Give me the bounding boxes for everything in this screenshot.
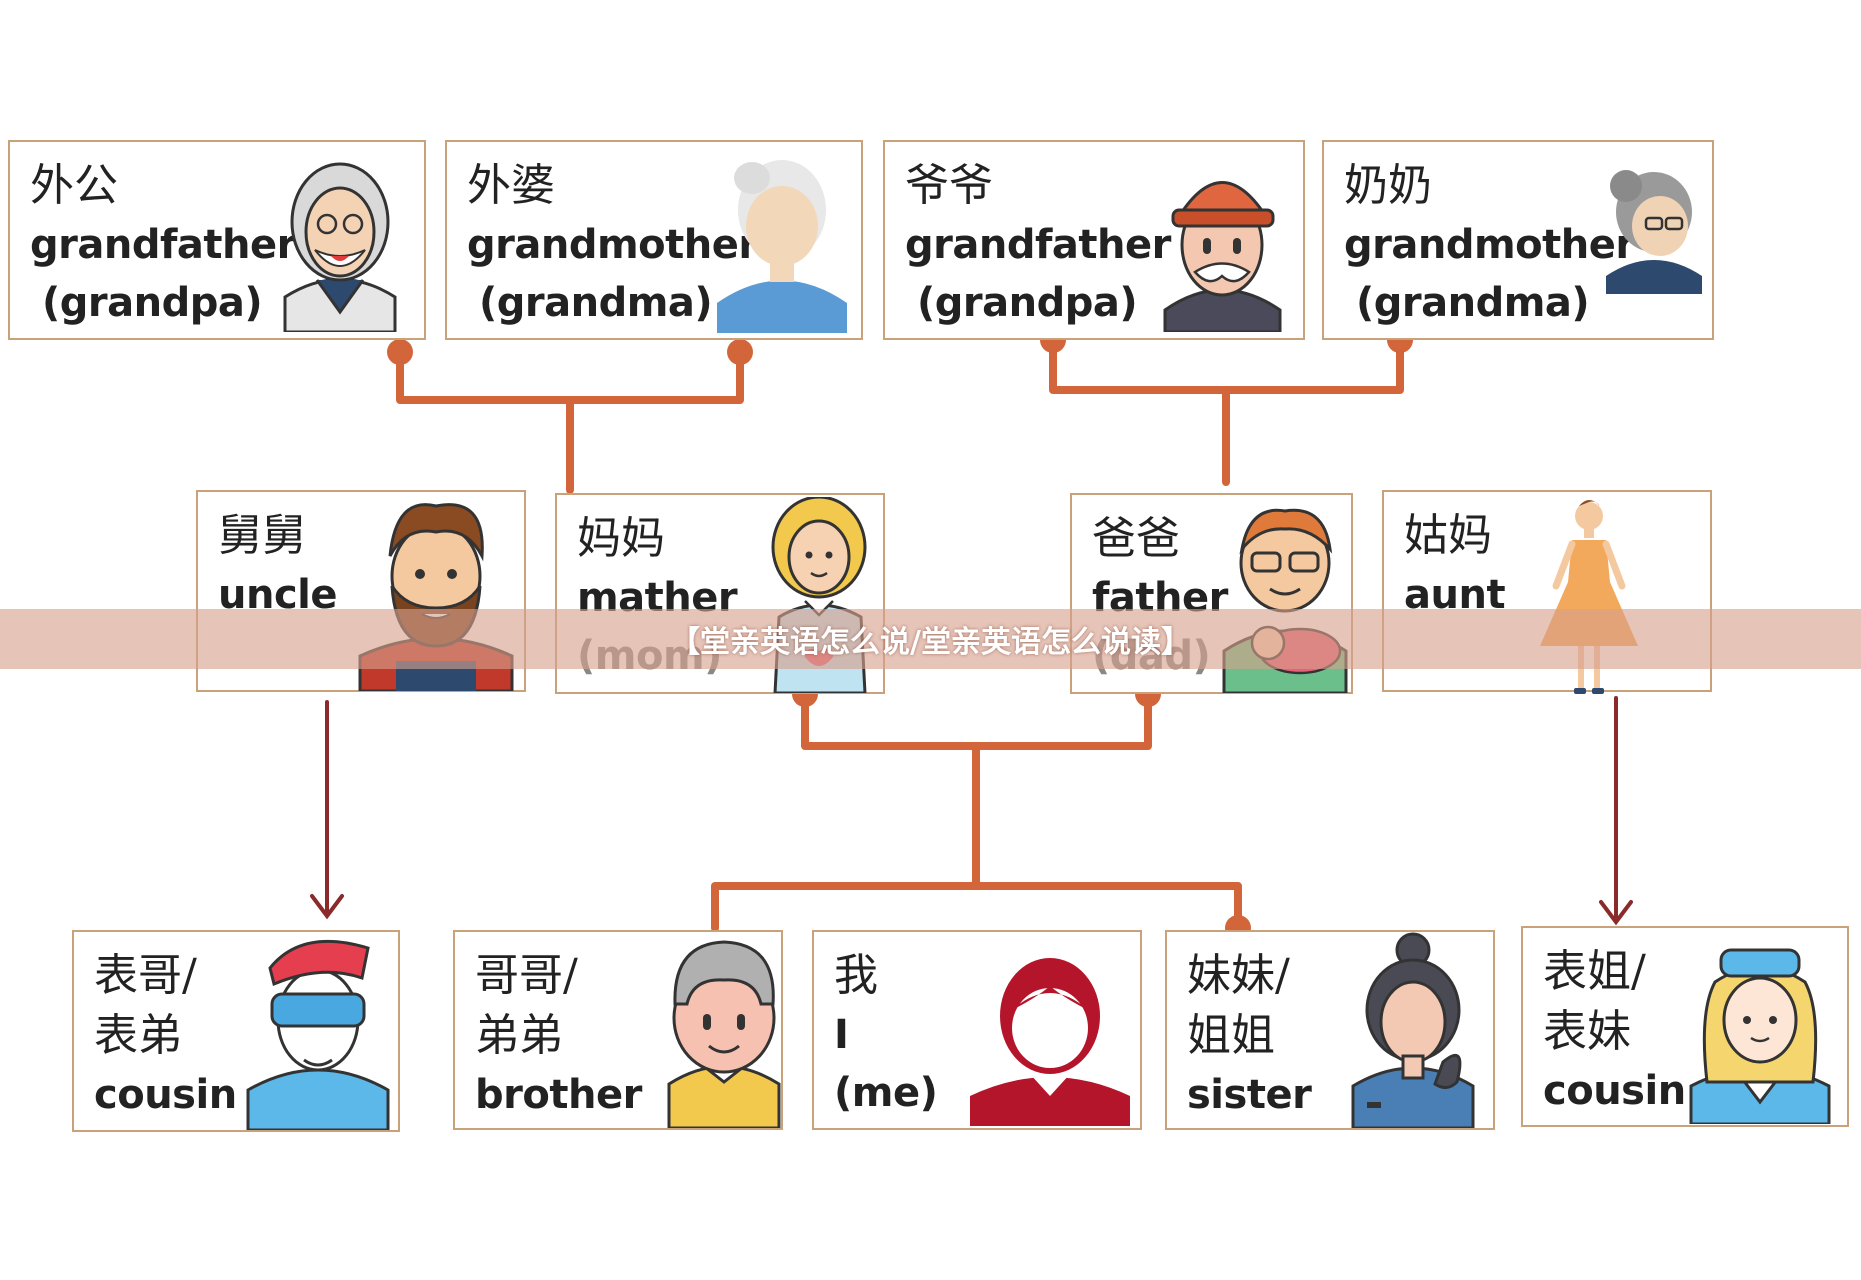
- label-zh: 我: [834, 950, 878, 1001]
- card-maternal-grandfather: 外公 grandfather (grandpa): [8, 140, 426, 340]
- label-en: brother: [475, 1072, 642, 1118]
- label-en-alt: (grandma): [1356, 280, 1590, 326]
- label-en: cousin: [94, 1072, 237, 1118]
- connector-parents: [711, 690, 1242, 932]
- boy-vr-goggles-icon: [246, 939, 390, 1130]
- label-en: sister: [1187, 1072, 1312, 1118]
- boy-gray-hair-icon: [667, 940, 781, 1128]
- card-brother: 哥哥/ 弟弟 brother: [453, 930, 783, 1130]
- label-zh: 妹妹/: [1187, 950, 1290, 1001]
- title-banner: 【堂亲英语怎么说/堂亲英语怎么说读】: [0, 609, 1861, 669]
- label-zh: 奶奶: [1344, 160, 1432, 211]
- person-silhouette-icon: [970, 958, 1130, 1126]
- label-zh: 舅舅: [218, 510, 306, 561]
- card-mother: 妈妈 mather (mom): [555, 493, 885, 694]
- label-zh: 表姐/: [1543, 946, 1646, 997]
- label-zh: 哥哥/: [475, 950, 578, 1001]
- flight-attendant-icon: [1689, 948, 1831, 1124]
- label-en-alt: (grandpa): [917, 280, 1138, 326]
- label-en: cousin: [1543, 1068, 1686, 1114]
- label-zh: 表哥/: [94, 950, 197, 1001]
- card-cousin-female: 表姐/ 表妹 cousin: [1521, 926, 1849, 1127]
- label-zh-alt: 弟弟: [475, 1010, 563, 1061]
- label-zh: 姑妈: [1404, 510, 1492, 561]
- arrow-uncle-to-cousin: [310, 700, 344, 920]
- banner-text: 【堂亲英语怎么说/堂亲英语怎么说读】: [670, 625, 1191, 660]
- connector-paternal-grandparents: [1049, 336, 1404, 486]
- label-en: I: [834, 1012, 849, 1058]
- label-en: grandmother: [467, 222, 758, 268]
- grandmother-bun-icon: [717, 160, 847, 333]
- label-zh-alt: 表弟: [94, 1010, 182, 1061]
- woman-bun-icon: [1351, 932, 1475, 1128]
- label-en: grandfather: [30, 222, 296, 268]
- grandfather-beanie-icon: [1163, 181, 1282, 332]
- label-zh: 爷爷: [905, 160, 993, 211]
- card-maternal-grandmother: 外婆 grandmother (grandma): [445, 140, 863, 340]
- label-en: grandfather: [905, 222, 1171, 268]
- label-en-alt: (grandpa): [42, 280, 263, 326]
- woman-dress-icon: [1540, 500, 1638, 694]
- grandfather-glasses-icon: [283, 162, 397, 332]
- label-zh: 爸爸: [1092, 513, 1180, 564]
- label-en: grandmother: [1344, 222, 1635, 268]
- connector-maternal-grandparents: [396, 348, 744, 494]
- card-paternal-grandmother: 奶奶 grandmother (grandma): [1322, 140, 1714, 340]
- label-en-alt: (grandma): [479, 280, 713, 326]
- label-zh-alt: 表妹: [1543, 1006, 1631, 1057]
- arrow-aunt-to-cousin: [1599, 696, 1633, 926]
- card-sister: 妹妹/ 姐姐 sister: [1165, 930, 1495, 1130]
- grandmother-glasses-icon: [1606, 170, 1702, 294]
- label-zh: 妈妈: [577, 513, 665, 564]
- label-en-alt: (me): [834, 1070, 938, 1116]
- card-me: 我 I (me): [812, 930, 1142, 1130]
- label-zh-alt: 姐姐: [1187, 1010, 1275, 1061]
- label-zh: 外婆: [467, 160, 555, 211]
- label-zh: 外公: [30, 160, 118, 211]
- card-paternal-grandfather: 爷爷 grandfather (grandpa): [883, 140, 1305, 340]
- card-cousin-male: 表哥/ 表弟 cousin: [72, 930, 400, 1132]
